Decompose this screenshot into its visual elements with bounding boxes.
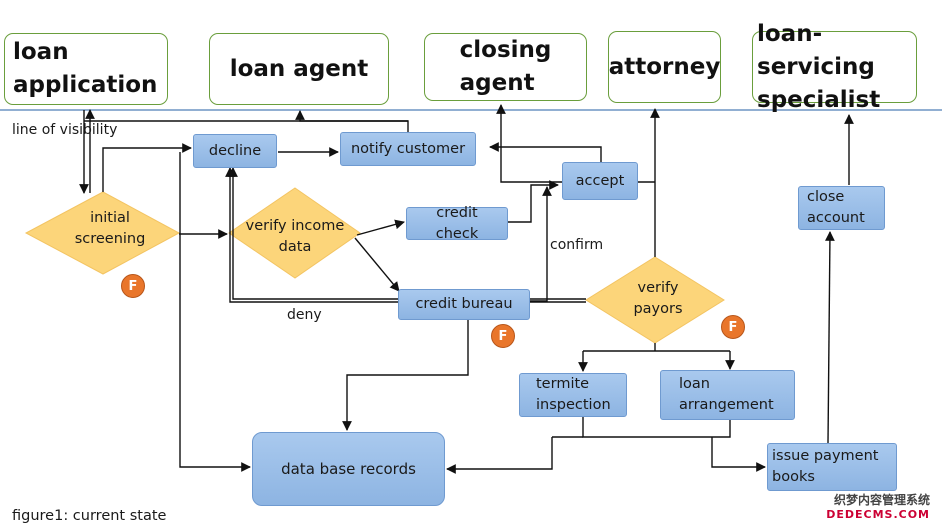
diamond-verify-income-data [228, 187, 361, 279]
node-decline: decline [193, 134, 277, 168]
actor-loan-servicing-specialist: loan-servicing specialist [752, 21, 917, 113]
node-issue-payment-books: issue payment books [767, 443, 897, 491]
actor-closing-agent: closing agent [424, 33, 587, 101]
actor-attorney: attorney [608, 31, 721, 103]
edge-label-deny: deny [287, 307, 322, 323]
node-credit-check: credit check [406, 205, 508, 242]
watermark-line1: 织梦内容管理系统 [833, 493, 930, 507]
node-notify-customer: notify customer [340, 132, 476, 166]
line-of-visibility-label: line of visibility [12, 122, 118, 138]
decision-verify-payors: verify payors [633, 280, 683, 317]
watermark: 织梦内容管理系统 DEDECMS.COM [826, 491, 930, 521]
node-accept: accept [562, 162, 638, 200]
node-termite-inspection: termite inspection [519, 373, 627, 417]
fail-point-marker: F [491, 324, 515, 348]
decision-initial-screening: initial screening [74, 210, 146, 247]
watermark-line2: DEDECMS.COM [826, 508, 930, 521]
actor-loan-agent: loan agent [209, 33, 389, 105]
fail-point-marker: F [721, 315, 745, 339]
figure-caption: figure1: current state [12, 508, 167, 524]
diamond-initial-screening [24, 191, 181, 275]
edge-label-confirm: confirm [550, 237, 604, 253]
node-close-account: close account [798, 186, 885, 230]
node-credit-bureau: credit bureau [398, 289, 530, 320]
node-loan-arrangement: loan arrangement [660, 370, 795, 420]
node-data-base-records: data base records [252, 432, 445, 506]
fail-point-marker: F [121, 274, 145, 298]
decision-verify-income-data: verify income data [245, 218, 345, 255]
connectors [79, 104, 854, 474]
actor-loan-application: loan application [4, 33, 168, 105]
